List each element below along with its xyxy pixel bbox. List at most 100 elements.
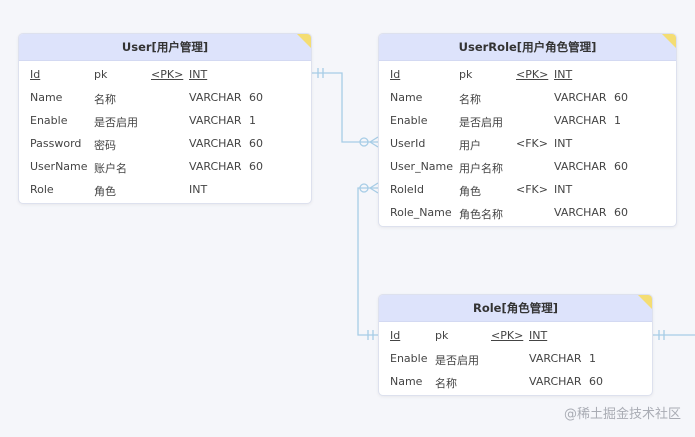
- field-name: RoleId: [390, 183, 424, 196]
- field-name: Id: [30, 68, 41, 81]
- field-type: VARCHAR: [554, 160, 607, 173]
- field-comment: pk: [459, 68, 473, 81]
- field-type: VARCHAR: [529, 375, 582, 388]
- field-comment: 名称: [94, 93, 116, 106]
- field-type: VARCHAR: [554, 206, 607, 219]
- field-comment: 密码: [94, 139, 116, 152]
- field-name: Role: [30, 183, 54, 196]
- field-length: 1: [589, 352, 596, 365]
- field-type: VARCHAR: [189, 160, 242, 173]
- field-name: Password: [30, 137, 82, 150]
- field-comment: 用户名称: [459, 162, 503, 175]
- connector-role-userrole[interactable]: [357, 182, 379, 340]
- field-comment: 名称: [459, 93, 481, 106]
- connector-role-offscreen[interactable]: [651, 330, 695, 340]
- field-row[interactable]: RoleId 角色 <FK> INT: [379, 178, 676, 201]
- field-type: INT: [189, 183, 208, 196]
- field-row[interactable]: Enable 是否启用 VARCHAR 1: [19, 109, 311, 132]
- field-length: 60: [614, 91, 628, 104]
- corner-fold-icon: [297, 34, 311, 48]
- entity-header[interactable]: UserRole[用户角色管理]: [379, 34, 676, 61]
- field-row[interactable]: UserId 用户 <FK> INT: [379, 132, 676, 155]
- entity-userrole[interactable]: UserRole[用户角色管理] Id pk <PK> INT Name 名称 VARCHA…: [378, 33, 677, 227]
- field-length: 60: [249, 91, 263, 104]
- field-type: VARCHAR: [529, 352, 582, 365]
- field-name: UserName: [30, 160, 88, 173]
- field-row[interactable]: Role_Name 角色名称 VARCHAR 60: [379, 201, 676, 224]
- field-type: INT: [189, 68, 208, 81]
- field-name: Id: [390, 329, 401, 342]
- field-key: <FK>: [516, 137, 548, 150]
- field-row[interactable]: Id pk <PK> INT: [379, 63, 676, 86]
- field-length: 1: [614, 114, 621, 127]
- entity-title: User[用户管理]: [121, 40, 209, 54]
- field-type: INT: [554, 137, 573, 150]
- field-length: 60: [614, 160, 628, 173]
- field-row[interactable]: Enable 是否启用 VARCHAR 1: [379, 109, 676, 132]
- field-type: VARCHAR: [554, 114, 607, 127]
- watermark: @稀土掘金技术社区: [563, 407, 681, 422]
- field-length: 60: [614, 206, 628, 219]
- field-name: Enable: [390, 114, 428, 127]
- field-type: VARCHAR: [554, 91, 607, 104]
- field-row[interactable]: Password 密码 VARCHAR 60: [19, 132, 311, 155]
- field-comment: pk: [435, 329, 449, 342]
- field-key: <PK>: [516, 68, 549, 81]
- field-length: 60: [589, 375, 603, 388]
- field-comment: 角色: [459, 185, 481, 198]
- field-comment: 名称: [435, 377, 457, 390]
- field-name: Enable: [30, 114, 68, 127]
- field-length: 1: [249, 114, 256, 127]
- field-name: UserId: [390, 137, 426, 150]
- corner-fold-icon: [662, 34, 676, 48]
- field-row[interactable]: Enable 是否启用 VARCHAR 1: [379, 347, 652, 370]
- field-row[interactable]: User_Name 用户名称 VARCHAR 60: [379, 155, 676, 178]
- field-comment: 是否启用: [435, 354, 479, 367]
- field-comment: 账户名: [94, 162, 127, 175]
- corner-fold-icon: [638, 295, 652, 309]
- field-row[interactable]: Name 名称 VARCHAR 60: [379, 86, 676, 109]
- field-length: 60: [249, 160, 263, 173]
- field-type: VARCHAR: [189, 91, 242, 104]
- field-type: INT: [554, 183, 573, 196]
- field-key: <PK>: [491, 329, 524, 342]
- field-row[interactable]: UserName 账户名 VARCHAR 60: [19, 155, 311, 178]
- field-type: VARCHAR: [189, 137, 242, 150]
- connector-user-userrole[interactable]: [310, 68, 379, 148]
- field-name: Role_Name: [390, 206, 452, 219]
- entity-header[interactable]: Role[角色管理]: [379, 295, 652, 322]
- field-comment: 是否启用: [459, 116, 503, 129]
- field-key: <PK>: [151, 68, 184, 81]
- field-comment: pk: [94, 68, 108, 81]
- field-row[interactable]: Id pk <PK> INT: [19, 63, 311, 86]
- entity-title: UserRole[用户角色管理]: [458, 40, 597, 54]
- field-row[interactable]: Name 名称 VARCHAR 60: [379, 370, 652, 393]
- field-comment: 是否启用: [94, 116, 138, 129]
- entity-title: Role[角色管理]: [472, 301, 558, 315]
- entity-role[interactable]: Role[角色管理] Id pk <PK> INT Enable 是否启用 VARCHAR 1…: [378, 294, 653, 396]
- field-comment: 角色: [94, 185, 116, 198]
- field-length: 60: [249, 137, 263, 150]
- field-type: VARCHAR: [189, 114, 242, 127]
- field-row[interactable]: Name 名称 VARCHAR 60: [19, 86, 311, 109]
- field-name: Name: [390, 375, 423, 388]
- field-name: Name: [30, 91, 63, 104]
- field-type: INT: [554, 68, 573, 81]
- field-type: INT: [529, 329, 548, 342]
- field-name: Id: [390, 68, 401, 81]
- field-name: Enable: [390, 352, 428, 365]
- field-key: <FK>: [516, 183, 548, 196]
- entity-header[interactable]: User[用户管理]: [19, 34, 311, 61]
- field-name: User_Name: [390, 160, 454, 173]
- field-row[interactable]: Role 角色 INT: [19, 178, 311, 201]
- field-comment: 角色名称: [459, 208, 503, 221]
- field-row[interactable]: Id pk <PK> INT: [379, 324, 652, 347]
- field-comment: 用户: [459, 139, 481, 152]
- field-name: Name: [390, 91, 423, 104]
